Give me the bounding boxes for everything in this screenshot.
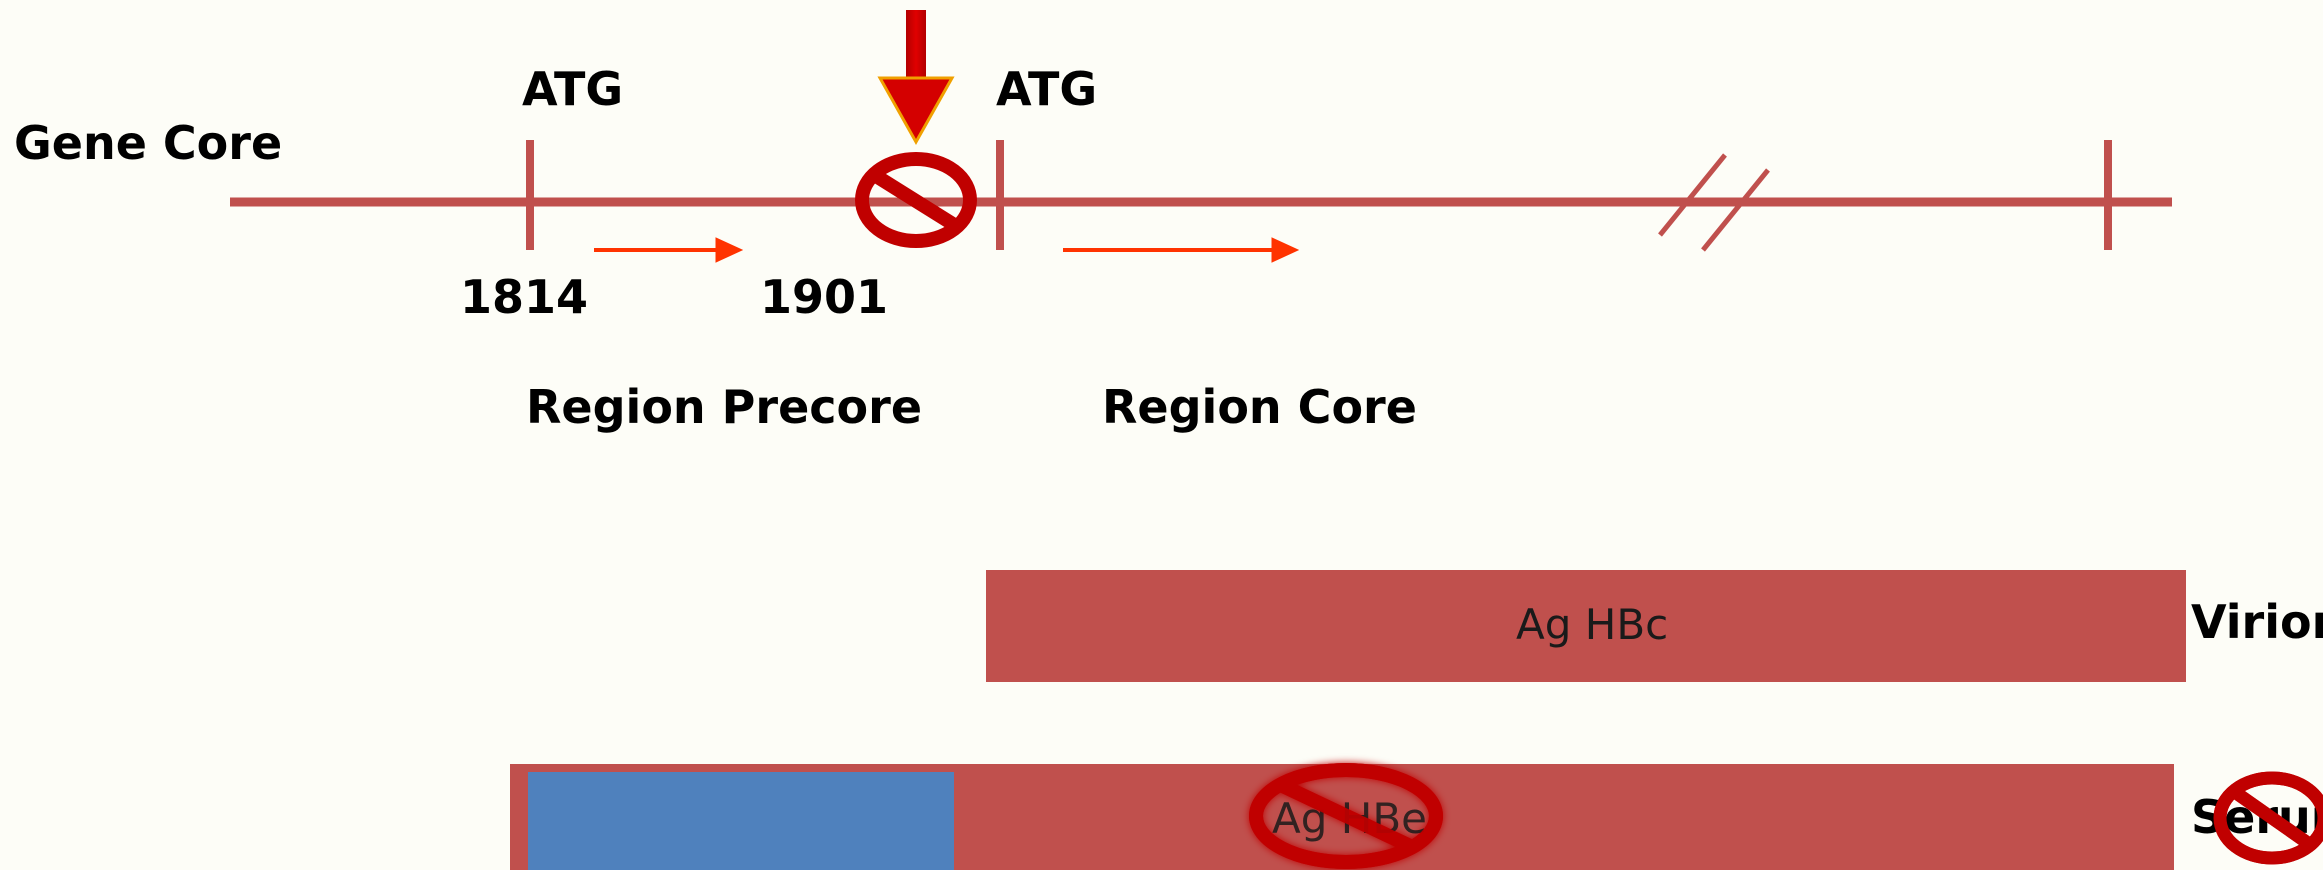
direction-arrow-icon [594,237,744,263]
ag-hbc-bar [986,570,2186,682]
precore-segment [528,772,954,870]
direction-arrow-icon [1063,237,1300,263]
atg-label-precore: ATG [522,62,624,116]
serum-label: Serum [2191,790,2323,844]
region-precore-label: Region Precore [526,380,923,434]
gene-core-title: Gene Core [14,116,283,170]
region-core-label: Region Core [1102,380,1417,434]
position-1901-label: 1901 [760,270,889,324]
axis-break-icon [1658,153,1770,252]
prohibited-icon [855,152,977,248]
position-1814-label: 1814 [460,270,589,324]
ag-hbc-label: Ag HBc [1516,600,1669,649]
atg-label-core: ATG [996,62,1098,116]
mutation-arrow-icon [877,10,955,146]
virion-label: Virion [2191,595,2323,649]
ag-hbe-label: Ag HBe [1272,794,1427,843]
